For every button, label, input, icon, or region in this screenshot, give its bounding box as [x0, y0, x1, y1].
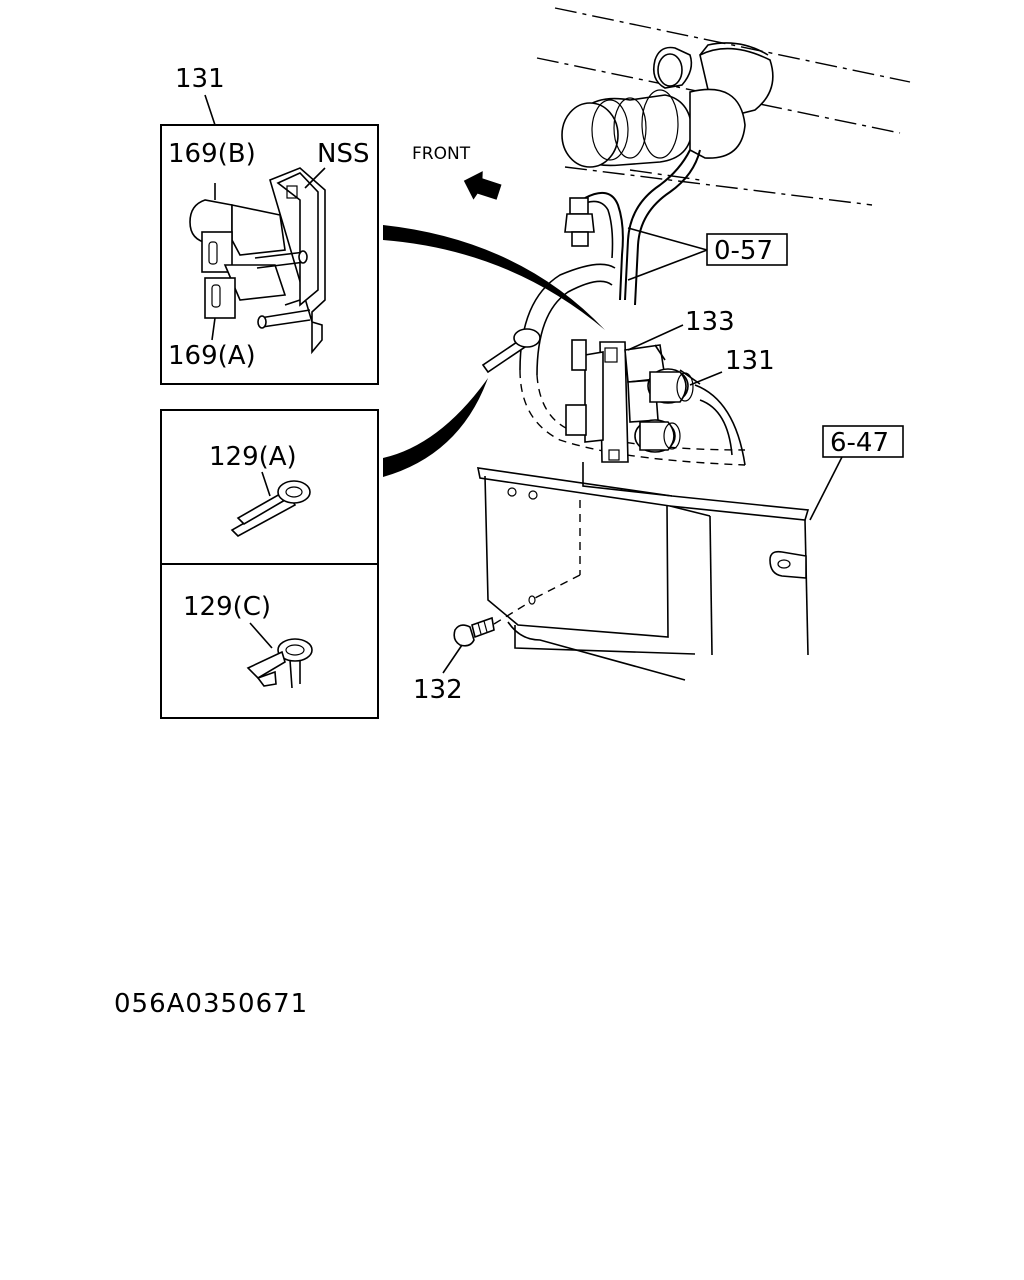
ref-6-47-box [822, 425, 904, 458]
front-label: FRONT [412, 144, 471, 164]
main-assembly [453, 7, 911, 681]
nss-label: NSS [317, 139, 369, 169]
clip-a-label: 129(A) [209, 442, 297, 472]
ref-0-57-label: 0-57 [714, 236, 773, 266]
valve-inset: 131 169(B) NSS 169(A) [160, 64, 379, 385]
front-arrow-icon [463, 171, 502, 200]
bolt-label: 132 [413, 675, 463, 705]
bolt-drawing [453, 604, 526, 647]
vsv-bracket-drawing [189, 167, 326, 355]
valve-port-b-label: 169(B) [168, 139, 256, 169]
valve-inset-ref-label: 131 [175, 64, 225, 94]
clip-c-label: 129(C) [183, 592, 271, 622]
figure-code: 056A0350671 [114, 989, 308, 1019]
callout-wedge-lower [383, 378, 488, 477]
valve-port-a-label: 169(A) [168, 341, 256, 371]
clip-c-inset: 129(C) [160, 563, 379, 719]
callout-wedge-upper [383, 225, 605, 330]
clip-c-drawing [246, 638, 313, 689]
clip-a-inset: 129(A) [160, 409, 379, 565]
clip-a-drawing [230, 480, 311, 537]
ref-6-47-label: 6-47 [830, 428, 889, 458]
valve-main-ref-label: 131 [725, 346, 775, 376]
bracket-label: 133 [685, 307, 735, 337]
